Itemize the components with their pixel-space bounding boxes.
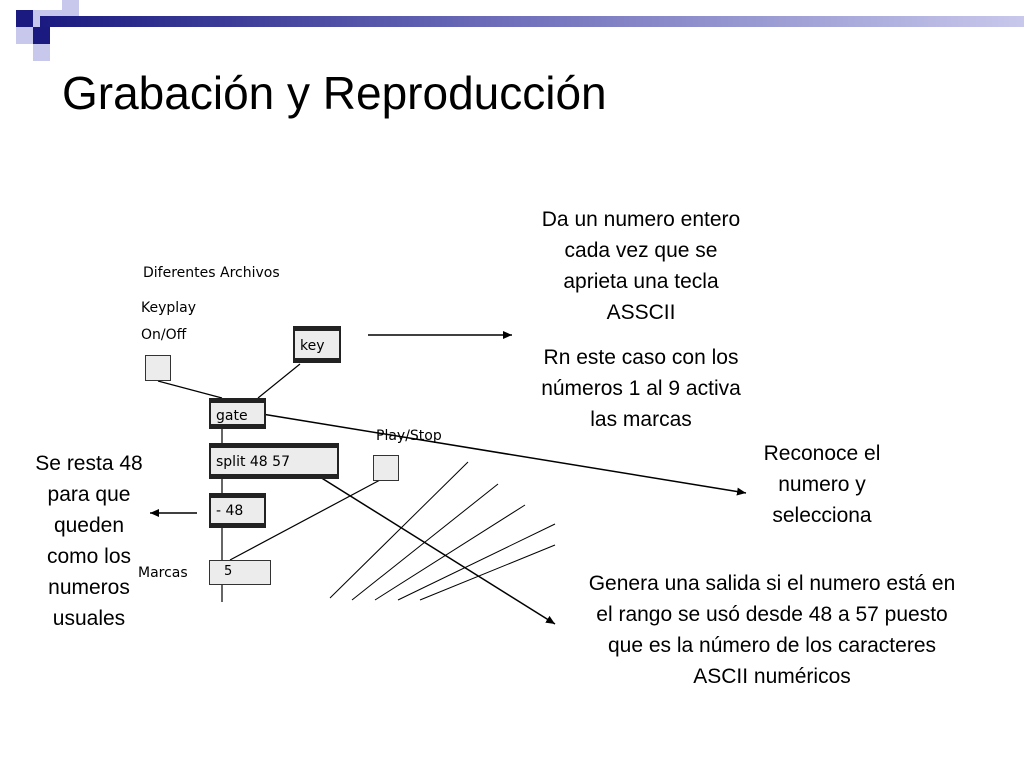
label-onoff: On/Off bbox=[141, 327, 187, 343]
hatch-line bbox=[419, 544, 556, 601]
split-object[interactable]: split 48 57 bbox=[209, 443, 339, 479]
corner-square bbox=[16, 27, 33, 44]
hatch-line bbox=[397, 523, 556, 601]
cord-toggle-gate bbox=[157, 380, 223, 399]
hatch-line bbox=[329, 461, 469, 599]
corner-square bbox=[16, 10, 33, 27]
header-divider bbox=[40, 16, 1024, 27]
corner-square bbox=[33, 27, 50, 44]
hatch-line bbox=[374, 504, 526, 601]
label-keyplay: Keyplay bbox=[141, 300, 197, 316]
cord-key-gate bbox=[257, 363, 301, 399]
note-minus: Se resta 48 para que queden como los num… bbox=[35, 452, 143, 630]
gate-object[interactable]: gate bbox=[209, 398, 266, 429]
slide-title: Grabación y Reproducción bbox=[62, 67, 607, 119]
label-playstop: Play/Stop bbox=[376, 428, 442, 444]
key-object[interactable]: key bbox=[293, 326, 341, 363]
corner-square bbox=[62, 0, 79, 17]
arrow-split bbox=[311, 471, 556, 625]
label-marcas: Marcas bbox=[138, 565, 188, 581]
note-gate: Reconoce el numero y selecciona bbox=[763, 442, 881, 527]
keyplay-toggle[interactable] bbox=[145, 355, 171, 381]
cord-playstop-marcas bbox=[229, 479, 381, 561]
corner-square bbox=[33, 44, 50, 61]
label-diferentes-archivos: Diferentes Archivos bbox=[143, 265, 280, 281]
playstop-toggle[interactable] bbox=[373, 455, 399, 481]
note-key: Da un numero entero cada vez que se apri… bbox=[541, 208, 741, 324]
note-marcas: Rn este caso con los números 1 al 9 acti… bbox=[541, 346, 741, 431]
marcas-number-box[interactable]: 5 bbox=[209, 560, 271, 585]
note-split: Genera una salida si el numero está en e… bbox=[588, 572, 956, 688]
arrow-gate bbox=[261, 413, 747, 496]
minus-object[interactable]: - 48 bbox=[209, 493, 266, 528]
